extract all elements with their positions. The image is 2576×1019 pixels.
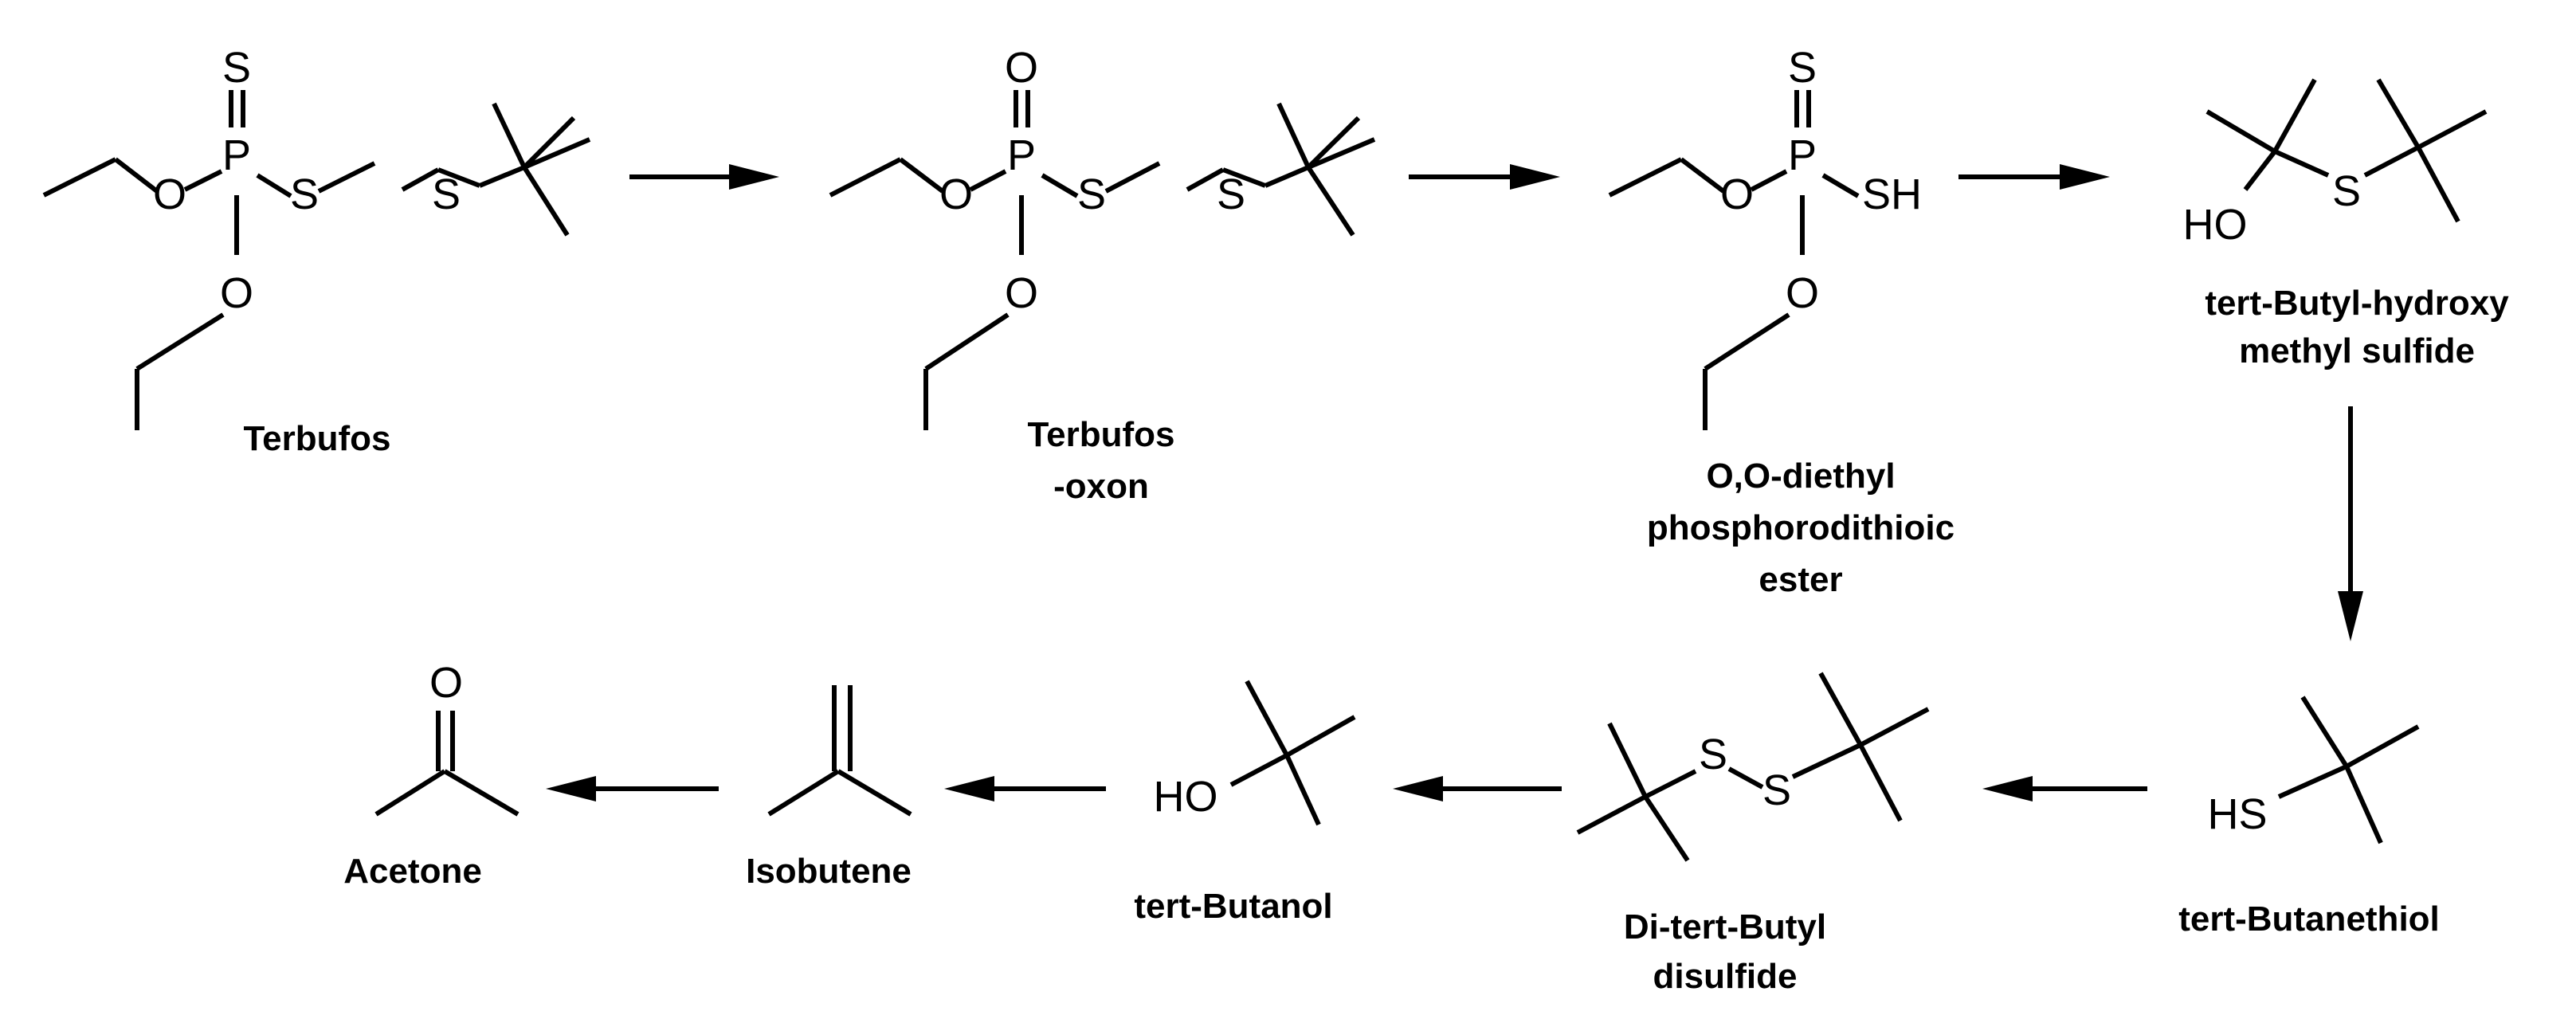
reaction-arrow-7: [944, 776, 1106, 801]
bonds: [1229, 680, 1356, 826]
compound-name-diethyl-ester-line1: O,O-diethyl: [1706, 457, 1895, 496]
bonds: [767, 685, 912, 817]
compound-name-terbufos-oxon-line2: -oxon: [1053, 467, 1149, 506]
compound-name-hydroxymethyl-sulfide-line2: methyl sulfide: [2239, 331, 2475, 370]
atom-o-ester-1: O: [153, 170, 186, 218]
atom-o-ester-2: O: [220, 269, 253, 317]
isobutene-structure: Isobutene: [746, 685, 912, 891]
atom-s-thio-1: S: [1077, 170, 1106, 218]
bonds: [829, 90, 1376, 430]
compound-name-acetone: Acetone: [343, 852, 482, 891]
acetone-structure: O Acetone: [343, 659, 520, 891]
butanethiol-structure: HS tert-Butanethiol: [2178, 696, 2440, 939]
atom-o-ester-2: O: [1786, 269, 1819, 317]
atom-p: P: [1007, 131, 1036, 179]
compound-name-disulfide-line1: Di-tert-Butyl: [1624, 907, 1826, 946]
atom-p: P: [222, 131, 251, 179]
atom-sh: SH: [1862, 170, 1922, 218]
compound-name-terbufos-oxon-line1: Terbufos: [1028, 415, 1175, 454]
diethyl-ester-structure: S P O SH O O,O-diethyl phosphorodithioic…: [1608, 44, 1955, 599]
reaction-arrow-8: [546, 776, 719, 801]
terbufos-oxon-structure: O P O S S O Terbufos -oxon: [829, 44, 1376, 506]
terbufos-structure: S P O S S O Terbufos: [42, 44, 591, 458]
atom-p: P: [1788, 131, 1817, 179]
atom-o-double: O: [429, 659, 463, 707]
compound-name-hydroxymethyl-sulfide-line1: tert-Butyl-hydroxy: [2205, 284, 2509, 323]
bonds: [1608, 90, 1860, 430]
reaction-arrow-6: [1393, 776, 1562, 801]
bonds: [42, 90, 591, 430]
bonds: [2205, 78, 2488, 223]
bonds: [374, 711, 520, 817]
hydroxymethyl-sulfide-structure: HO S tert-Butyl-hydroxy methyl sulfide: [2183, 78, 2509, 370]
compound-name-butanethiol: tert-Butanethiol: [2178, 899, 2440, 939]
bonds: [1576, 672, 1930, 862]
atom-hs: HS: [2207, 790, 2267, 838]
atom-s-thio-2: S: [1217, 170, 1245, 218]
atom-ho: HO: [2183, 201, 2248, 249]
compound-name-diethyl-ester-line2: phosphorodithioic: [1647, 508, 1955, 547]
atom-s-thio-1: S: [290, 170, 319, 218]
bonds: [2277, 696, 2420, 845]
atom-s-2: S: [1762, 766, 1791, 814]
reaction-arrow-2: [1409, 164, 1560, 190]
compound-name-butanol: tert-Butanol: [1134, 887, 1332, 926]
atom-s-thio-2: S: [432, 170, 461, 218]
compound-name-disulfide-line2: disulfide: [1653, 957, 1798, 996]
atom-s-double: S: [222, 44, 251, 92]
butanol-structure: HO tert-Butanol: [1134, 680, 1356, 926]
compound-name-isobutene: Isobutene: [746, 852, 912, 891]
compound-name-diethyl-ester-line3: ester: [1759, 560, 1842, 599]
atom-ho: HO: [1154, 773, 1218, 821]
atom-s: S: [2332, 167, 2361, 215]
atom-o-ester-2: O: [1005, 269, 1038, 317]
reaction-arrow-4: [2338, 406, 2363, 641]
atom-o-double: O: [1005, 44, 1038, 92]
atom-s-1: S: [1699, 731, 1727, 778]
reaction-arrow-5: [1982, 776, 2147, 801]
reaction-arrow-1: [629, 164, 779, 190]
reaction-arrow-3: [1958, 164, 2110, 190]
disulfide-structure: S S Di-tert-Butyl disulfide: [1576, 672, 1930, 996]
atom-o-ester-1: O: [939, 170, 973, 218]
atom-s-double: S: [1788, 44, 1817, 92]
compound-name-terbufos: Terbufos: [244, 419, 391, 458]
atom-o-ester-1: O: [1720, 170, 1754, 218]
